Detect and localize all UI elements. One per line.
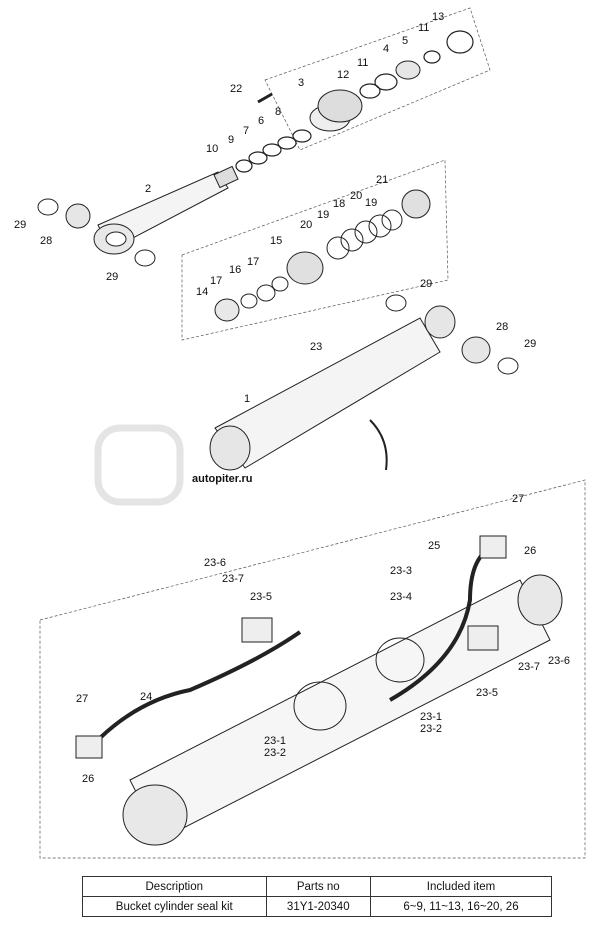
callout-13: 13 [432,11,444,23]
callout-6: 6 [258,115,264,127]
part-bushing [395,60,421,80]
callout-17: 17 [247,256,259,268]
callout-17: 17 [210,275,222,287]
callout-26: 26 [82,773,94,785]
callout-24: 24 [140,691,152,703]
callout-23-2: 23-2 [264,747,286,759]
callout-19: 19 [317,209,329,221]
callout-23-7: 23-7 [222,573,244,585]
column-header-description: Description [82,876,267,897]
assembly-arrow [369,419,388,471]
callout-16: 16 [229,264,241,276]
group-outlines [39,7,586,859]
callout-18: 18 [333,198,345,210]
callout-23: 23 [310,341,322,353]
callout-labels: 13 11 5 4 11 12 3 22 8 6 7 9 10 2 29 28 … [14,11,570,785]
part-piston [214,189,431,322]
callout-20: 20 [350,190,362,202]
callout-4: 4 [383,43,389,55]
callout-1: 1 [244,393,250,405]
seal-rings-upper [235,30,474,173]
table-header-row: Description Parts no Included item [82,876,553,897]
callout-22: 22 [230,83,242,95]
seal-kit-table: Description Parts no Included item Bucke… [82,876,553,917]
callout-23-5: 23-5 [476,687,498,699]
callout-14: 14 [196,286,208,298]
callout-23-6: 23-6 [204,557,226,569]
callout-23-6: 23-6 [548,655,570,667]
callout-23-3: 23-3 [390,565,412,577]
watermark-text: autopiter.ru [192,473,253,485]
part-cylinder-assembly-lower [75,535,563,846]
part-pin-bushing-left [37,198,156,267]
column-header-included-item: Included item [369,876,553,897]
callout-19: 19 [365,197,377,209]
bucket-cylinder-exploded-diagram: autopiter.ru [14,7,586,859]
callout-26: 26 [524,545,536,557]
callout-20: 20 [300,219,312,231]
callout-23-4: 23-4 [390,591,412,603]
callout-25: 25 [428,540,440,552]
callout-11: 11 [357,57,368,69]
table-row: Bucket cylinder seal kit 31Y1-20340 6~9,… [82,896,553,917]
callout-10: 10 [206,143,218,155]
callout-21: 21 [376,174,388,186]
watermark: autopiter.ru [94,424,253,506]
callout-27: 27 [512,493,524,505]
cell-included-item: 6~9, 11~13, 16~20, 26 [369,896,553,917]
callout-8: 8 [275,106,281,118]
callout-2: 2 [145,183,151,195]
callout-23-2: 23-2 [420,723,442,735]
callout-7: 7 [243,125,249,137]
callout-23-7: 23-7 [518,661,540,673]
callout-29: 29 [420,278,432,290]
callout-27: 27 [76,693,88,705]
part-cylinder-tube [209,305,456,471]
part-bolt [257,92,273,104]
callout-29: 29 [524,338,536,350]
callout-29: 29 [14,219,26,231]
callout-29: 29 [106,271,118,283]
callout-23-1: 23-1 [264,735,286,747]
callout-28: 28 [40,235,52,247]
callout-28: 28 [496,321,508,333]
part-pin-bushing-right [385,294,519,375]
cell-description: Bucket cylinder seal kit [82,896,267,917]
callout-5: 5 [402,35,408,47]
part-piston-rod [93,165,239,255]
callout-15: 15 [270,235,282,247]
callout-23-1: 23-1 [420,711,442,723]
callout-3: 3 [298,77,304,89]
part-rod-cover [309,89,363,132]
cell-parts-no: 31Y1-20340 [265,896,371,917]
callout-9: 9 [228,134,234,146]
column-header-parts-no: Parts no [265,876,371,897]
callout-12: 12 [337,69,349,81]
callout-11: 11 [418,22,429,34]
callout-23-5: 23-5 [250,591,272,603]
